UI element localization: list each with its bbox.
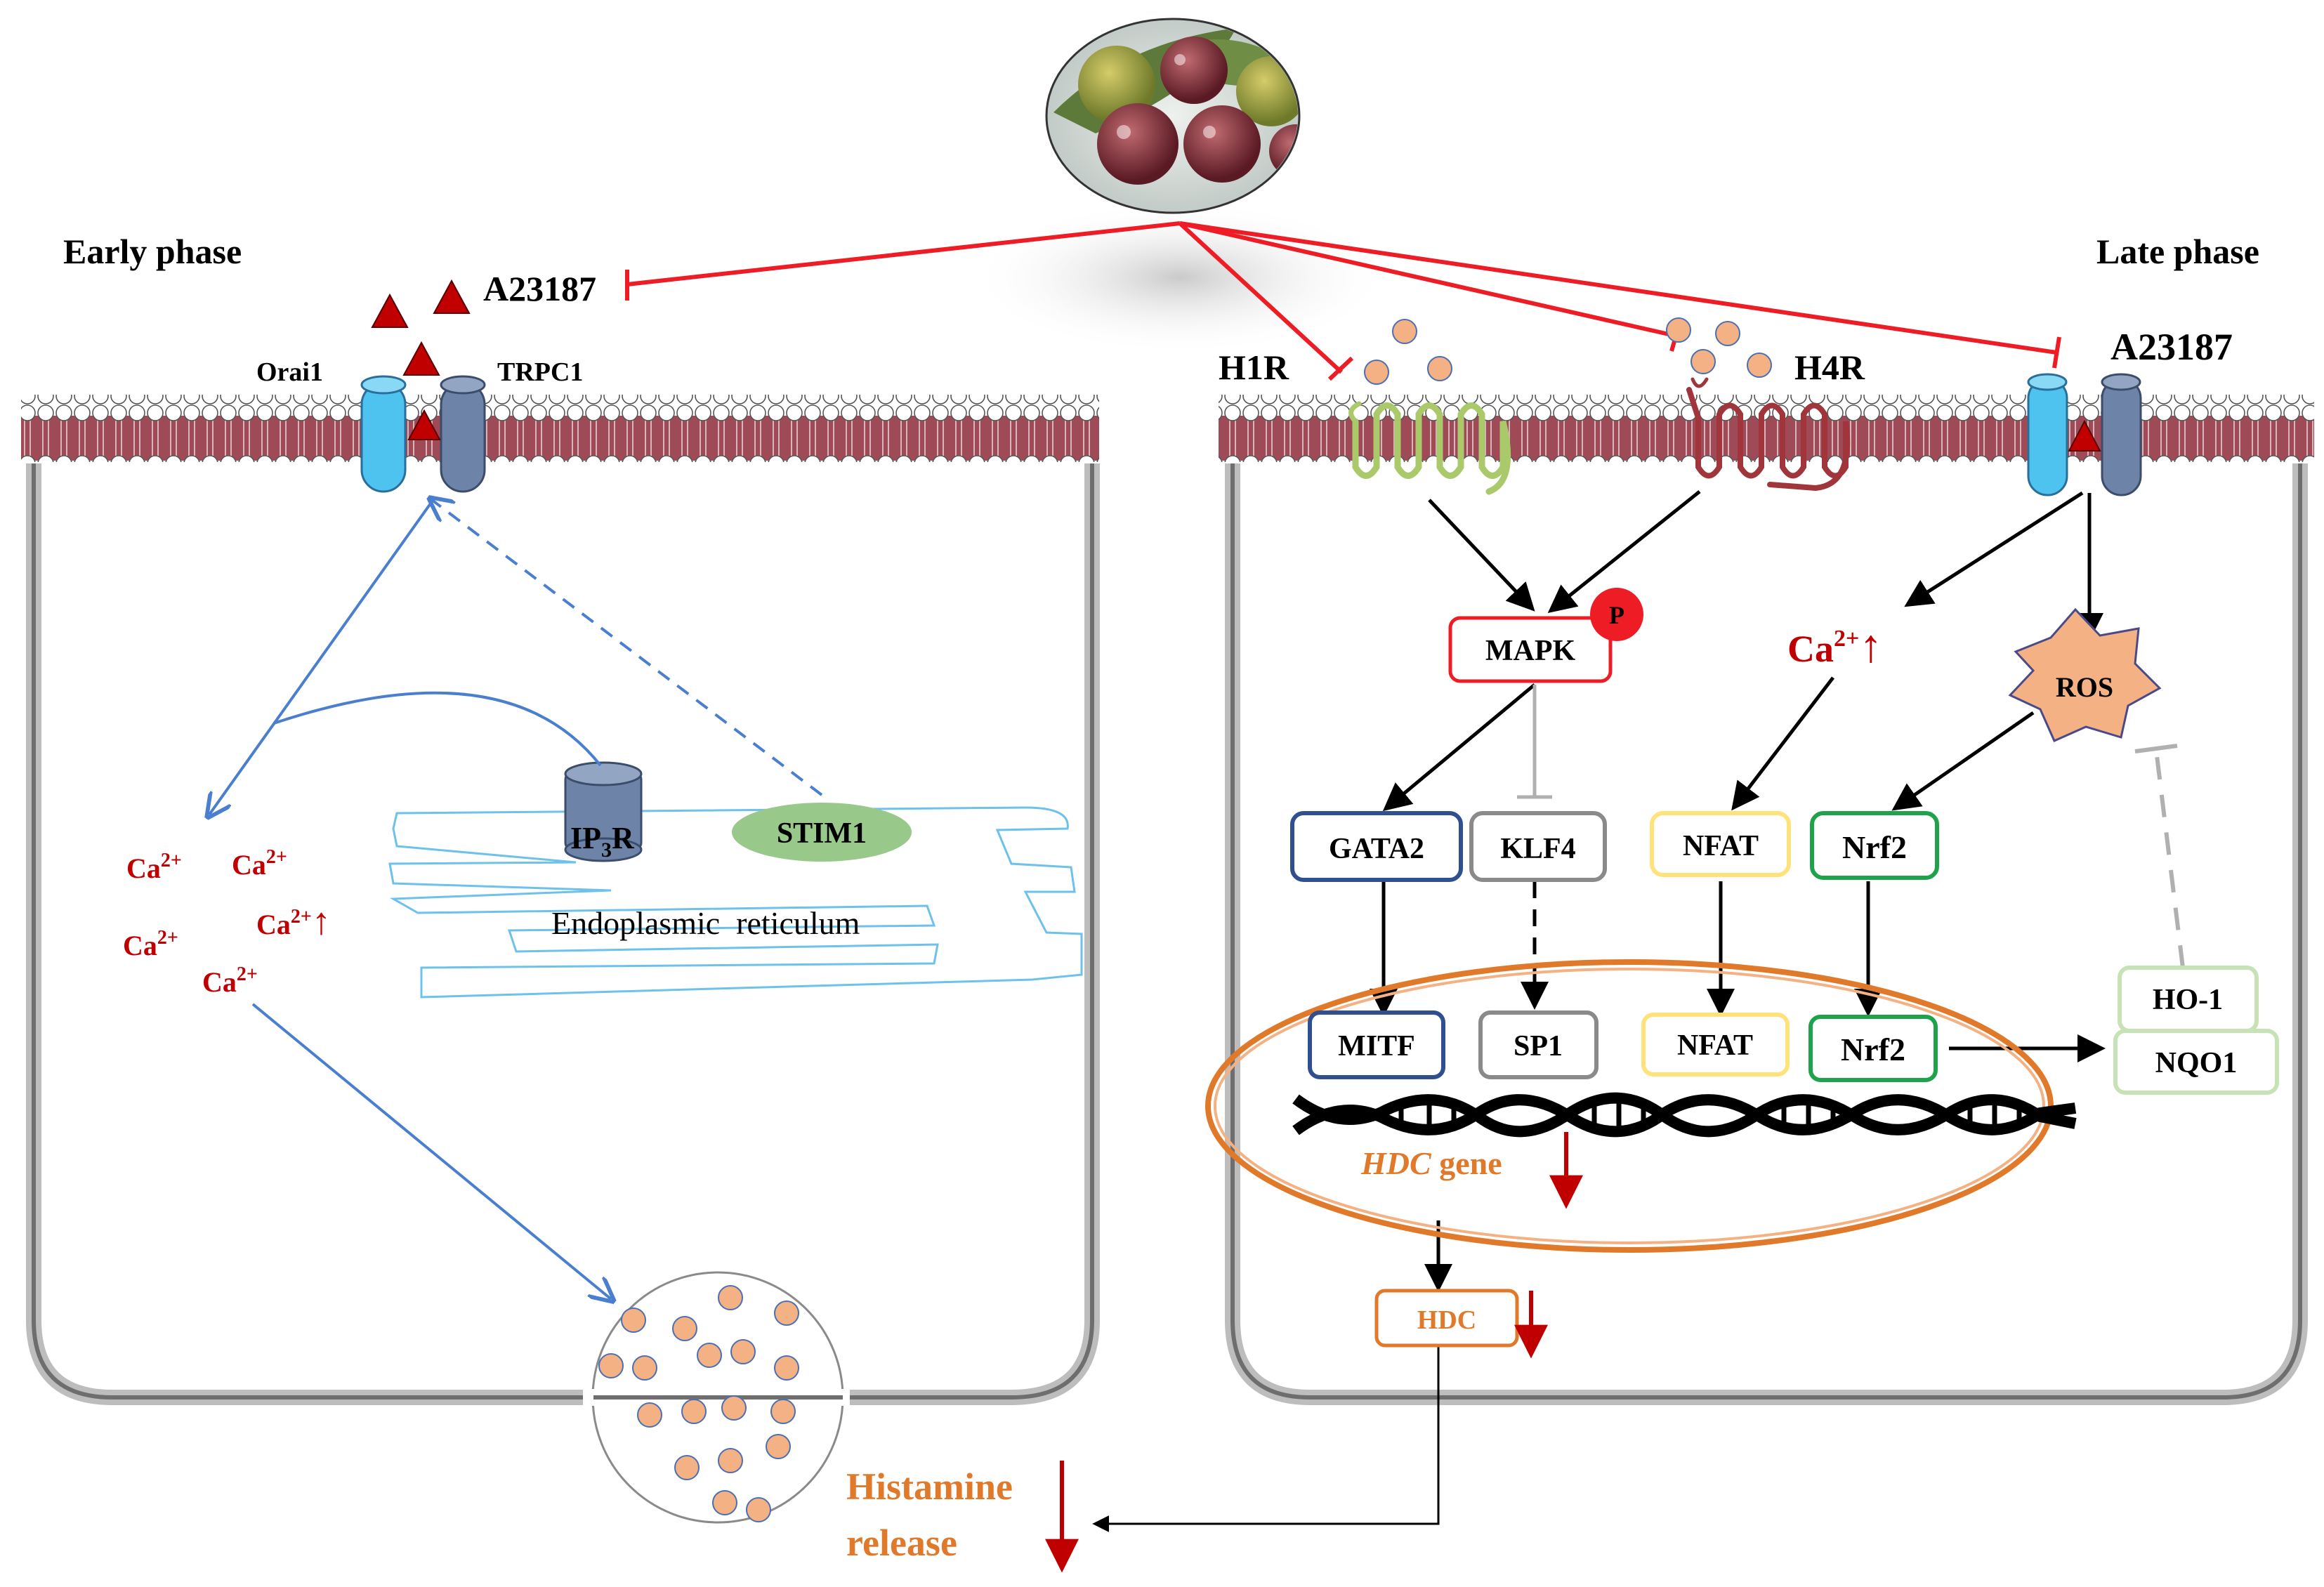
calcium-left-5: Ca2+	[202, 963, 258, 998]
mitf-box	[1308, 1010, 1445, 1079]
endoplasmic-reticulum	[388, 806, 1083, 999]
phospho-badge	[1590, 588, 1643, 641]
hdc-label: HDC	[1417, 1305, 1476, 1335]
left-cell	[21, 395, 1100, 1405]
sp1-box	[1478, 1010, 1598, 1079]
left-signal-arrows	[209, 497, 823, 1299]
calcium-left-3: Ca2+↑	[256, 900, 331, 942]
h1r-receptor	[1348, 401, 1511, 495]
calcium-to-vesicle-arrow	[251, 1003, 611, 1299]
h4r-receptor	[1686, 377, 1851, 492]
histamine-label: Histamine	[846, 1466, 1013, 1508]
late-phase-label: Late phase	[2096, 232, 2259, 271]
nuclear-nrf2-box	[1808, 1015, 1938, 1082]
inhibit-line-h1r	[1178, 221, 1344, 374]
trpc1-channel	[440, 375, 486, 493]
late-inhibition-arrows	[1517, 685, 2185, 1010]
nrf2-label: Nrf2	[1842, 829, 1907, 865]
nqo1-label: NQO1	[2155, 1047, 2238, 1079]
stim1-protein	[732, 803, 912, 862]
mapk-to-gata2-arrow	[1382, 683, 1536, 812]
fruit-photo	[1045, 18, 1301, 214]
er-label: Endoplasmic reticulum	[551, 905, 860, 941]
ip3r-channel	[564, 761, 643, 862]
calcium-right: Ca2+↑	[1787, 621, 1882, 672]
granule-vesicle	[583, 1271, 850, 1524]
histamine-granules	[598, 1285, 799, 1522]
left-membrane	[21, 395, 1099, 462]
ros-label: ROS	[2056, 671, 2113, 703]
left-calcium-group: Ca2+ Ca2+ Ca2+↑ Ca2+ Ca2+	[123, 846, 331, 998]
calcium-left-4: Ca2+	[123, 927, 178, 961]
ho1-label: HO-1	[2153, 984, 2223, 1016]
ho1-inhibits-ros	[2154, 749, 2185, 968]
nfat-label: NFAT	[1683, 830, 1759, 862]
orai1-channel	[360, 375, 407, 493]
h4r-to-mapk-arrow	[1547, 490, 1701, 613]
hdc-box	[1374, 1289, 1519, 1348]
a23187-left-label: A23187	[483, 269, 596, 308]
nuclear-nrf2-label: Nrf2	[1841, 1032, 1905, 1067]
a23187-in-channel	[407, 409, 441, 440]
late-orai1-channel	[2027, 373, 2068, 496]
ligand-dots	[1364, 317, 1772, 385]
a23187-in-late-channel	[2068, 419, 2101, 452]
calcium-to-nfat-arrow	[1731, 676, 1834, 811]
orai1-to-calcium-arrow	[209, 497, 435, 815]
ros-to-nrf2-arrow	[1891, 711, 2035, 811]
inhibit-line-left-a23187	[626, 221, 1181, 287]
calcium-left-1: Ca2+	[126, 850, 182, 884]
trpc1-label: TRPC1	[497, 357, 583, 387]
orai1-label: Orai1	[256, 357, 323, 387]
nucleus-inner	[1214, 968, 2045, 1244]
hdc-gene-label: HDC gene	[1360, 1145, 1502, 1181]
channel-to-calcium-arrow	[1904, 491, 2084, 607]
early-phase-label: Early phase	[63, 232, 242, 271]
h4r-label: H4R	[1794, 348, 1865, 387]
nuclear-nfat-box	[1641, 1013, 1790, 1076]
h1r-label: H1R	[1219, 348, 1289, 387]
sp1-label: SP1	[1514, 1030, 1563, 1062]
inhibit-line-right-a23187	[1179, 221, 2057, 355]
dna-helix	[1292, 1092, 2077, 1138]
klf4-label: KLF4	[1500, 833, 1575, 865]
late-trpc1-channel	[2101, 373, 2142, 496]
mitf-label: MITF	[1338, 1030, 1415, 1062]
nqo1-box	[2113, 1029, 2279, 1095]
nuclear-nfat-label: NFAT	[1677, 1029, 1753, 1062]
h1r-to-mapk-arrow	[1428, 499, 1535, 612]
nrf2-box	[1810, 811, 1939, 880]
phospho-label: P	[1609, 601, 1624, 629]
stim1-label: STIM1	[777, 817, 867, 850]
gata2-label: GATA2	[1329, 833, 1424, 865]
inhibit-line-h4r	[1179, 221, 1676, 338]
release-label: release	[846, 1522, 957, 1564]
gata2-box	[1290, 811, 1463, 882]
stim1-to-orai1-arrow	[432, 500, 823, 796]
hdc-to-histamine-arrow	[1092, 1347, 1440, 1532]
mapk-box	[1448, 616, 1613, 683]
ip3r-label: IP3R	[570, 821, 635, 862]
klf4-box	[1469, 811, 1607, 882]
nfat-box	[1650, 811, 1791, 877]
inhibition-lines	[625, 221, 2061, 381]
ros-star	[2008, 607, 2162, 742]
mapk-label: MAPK	[1485, 635, 1576, 667]
calcium-left-2: Ca2+	[232, 846, 287, 881]
a23187-right-label: A23187	[2110, 326, 2233, 368]
